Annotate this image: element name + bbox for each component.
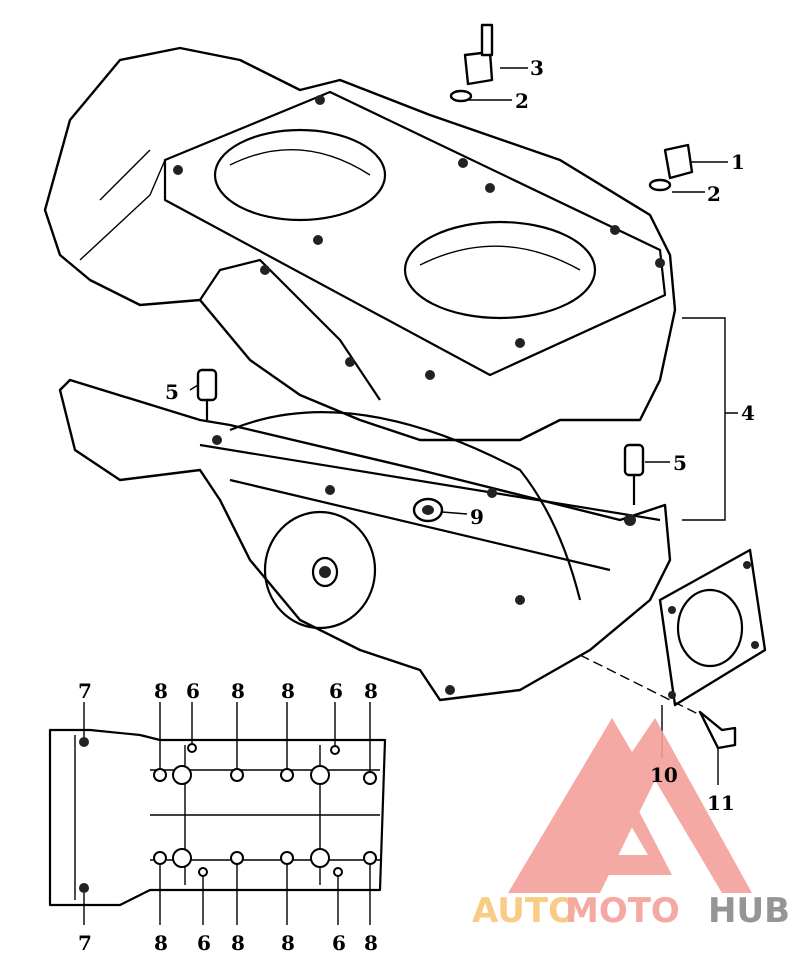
- bushing-9: [412, 497, 444, 523]
- inset-callout-6: 6: [329, 679, 343, 703]
- watermark-moto: MOTO: [565, 891, 680, 931]
- dowel-pin-left: [196, 368, 218, 420]
- callout-11: 11: [707, 791, 735, 815]
- screw-11: [579, 654, 737, 750]
- inset-callout-7: 7: [78, 931, 92, 955]
- inset-callout-8: 8: [154, 679, 168, 703]
- inset-bottom-labels: 7 8 6 8 8 6 8: [78, 931, 378, 955]
- watermark-hub: HUB: [708, 891, 790, 931]
- callout-10: 10: [650, 763, 678, 787]
- nipple-fitting-3: [449, 23, 494, 103]
- callout-2: 2: [707, 182, 721, 206]
- callout-9: 9: [470, 505, 484, 529]
- inset-callout-8: 8: [154, 931, 168, 955]
- inset-callout-8: 8: [231, 931, 245, 955]
- gasket-cover-10: [658, 548, 767, 707]
- inset-bottom-view: 7 8 6 8 8 6 8 7 8 6 8 8 6 8: [48, 679, 387, 955]
- inset-callout-8: 8: [364, 931, 378, 955]
- automotohub-logo: AUTO MOTO HUB: [472, 718, 790, 931]
- callout-1: 1: [731, 150, 745, 174]
- inset-callout-8: 8: [231, 679, 245, 703]
- inset-top-labels: 7 8 6 8 8 6 8: [78, 679, 378, 703]
- inset-callout-6: 6: [197, 931, 211, 955]
- inset-callout-8: 8: [281, 931, 295, 955]
- callout-5: 5: [673, 451, 687, 475]
- dowel-pin-right: [623, 443, 645, 505]
- inset-callout-8: 8: [364, 679, 378, 703]
- callout-3: 3: [530, 56, 544, 80]
- lower-crankcase: [58, 378, 672, 702]
- callout-4: 4: [741, 401, 755, 425]
- callout-2: 2: [515, 89, 529, 113]
- leader-lines: [189, 67, 738, 785]
- inset-callout-6: 6: [332, 931, 346, 955]
- inset-callout-7: 7: [78, 679, 92, 703]
- plug-1: [648, 143, 694, 192]
- callout-5: 5: [165, 380, 179, 404]
- upper-crankcase: [43, 46, 677, 442]
- watermark-auto: AUTO: [472, 891, 577, 931]
- inset-callout-6: 6: [186, 679, 200, 703]
- inset-callout-8: 8: [281, 679, 295, 703]
